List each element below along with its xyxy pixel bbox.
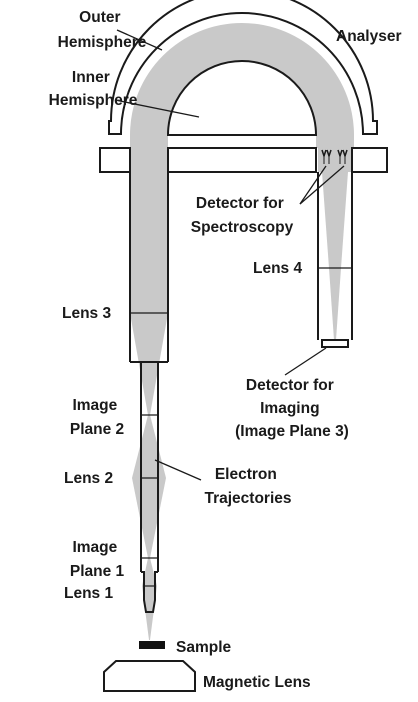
beam-right-column: [322, 172, 348, 268]
label-inner-hemisphere: Inner Hemisphere: [49, 69, 138, 109]
beam-crossover-4: [142, 558, 157, 586]
electron-beam: [130, 23, 354, 640]
beam-crossover-1: [130, 313, 168, 415]
leader-electron: [154, 459, 202, 481]
label-analyser: Analyser: [336, 28, 401, 45]
label-image-plane1: Image Plane 1: [70, 539, 125, 580]
leader-outer: [116, 29, 163, 51]
analyser-plate-mid: [167, 147, 317, 173]
imaging-detector: [321, 339, 349, 348]
beam-crossover-2: [132, 415, 166, 478]
label-sample: Sample: [176, 639, 232, 656]
leader-spec-2: [299, 165, 345, 205]
outer-hemisphere: [108, 0, 378, 135]
label-image-plane2: Image Plane 2: [70, 397, 124, 438]
analyser-plate-left: [99, 147, 131, 173]
label-lens3: Lens 3: [62, 305, 111, 322]
magnetic-lens: [103, 660, 196, 692]
label-electron-trajectories: Electron Trajectories: [204, 466, 291, 507]
spectroscopy-detector: [321, 149, 348, 164]
leader-spec-1: [299, 165, 327, 205]
leader-img: [284, 347, 327, 376]
beam-right-converge: [329, 268, 341, 340]
beam-column-band: [130, 148, 168, 313]
label-magnetic-lens: Magnetic Lens: [203, 674, 311, 691]
inner-hemisphere: [166, 60, 318, 136]
leader-inner: [114, 99, 200, 118]
label-lens2: Lens 2: [64, 470, 113, 487]
label-lens4: Lens 4: [253, 260, 302, 277]
analyser-plate-right: [351, 147, 388, 173]
label-outer-hemisphere: Outer Hemisphere: [58, 9, 147, 51]
label-detector-imaging: Detector for Imaging (Image Plane 3): [235, 377, 349, 440]
column-nozzle: [141, 571, 158, 613]
label-detector-spectroscopy: Detector for Spectroscopy: [191, 195, 294, 236]
sample: [139, 641, 165, 649]
beam-crossover-3: [132, 478, 166, 558]
label-lens1: Lens 1: [64, 585, 113, 602]
beam-hemisphere-band: [130, 23, 354, 148]
